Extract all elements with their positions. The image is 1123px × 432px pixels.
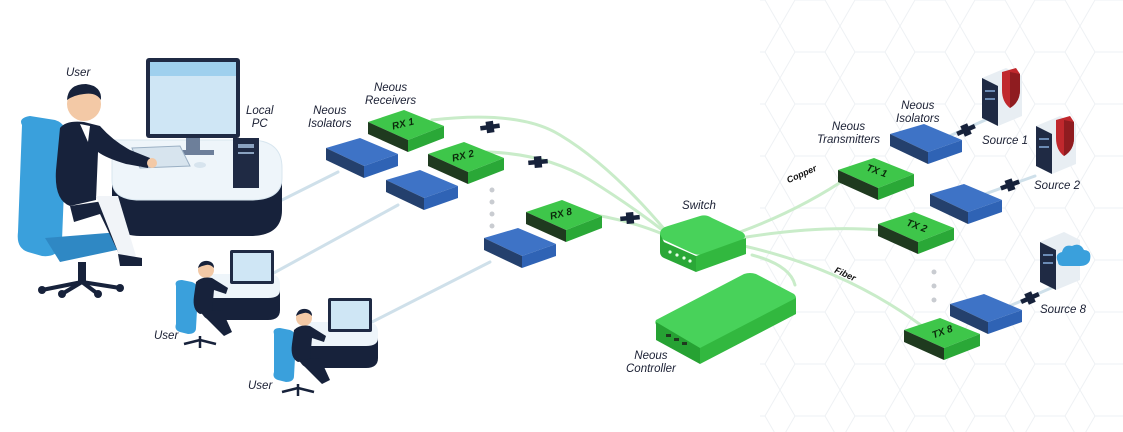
transmitters <box>838 158 980 360</box>
isolator-icon <box>890 124 962 164</box>
link-user2-isolator <box>268 203 400 277</box>
link-switch-controller <box>750 253 797 287</box>
chair-icon <box>175 280 198 334</box>
link-switch-tx2 <box>738 227 882 240</box>
label-receivers-line2: Receivers <box>365 95 417 107</box>
server-shield-icon <box>982 68 1022 126</box>
link-rx1-switch <box>430 115 667 232</box>
link-localpc-isolator <box>280 170 340 202</box>
connector-icon <box>1020 291 1040 305</box>
user-figure-icon <box>55 84 157 266</box>
isolator-icon <box>326 138 398 178</box>
label-isolators-right: Neous Isolators <box>896 100 939 126</box>
transmitter-icon <box>838 158 914 200</box>
label-isolators-right-line1: Neous <box>901 100 935 112</box>
label-isolators-left: Neous Isolators <box>308 105 351 131</box>
isolator-icon <box>950 294 1022 334</box>
label-switch: Switch <box>682 200 716 212</box>
receivers <box>368 110 602 242</box>
label-isolators-left-line1: Neous <box>313 105 347 117</box>
label-transmitters: Neous Transmitters <box>817 121 880 147</box>
label-isolators-left-line2: Isolators <box>308 118 352 130</box>
connector-icon <box>480 120 500 134</box>
label-local-pc-line2: PC <box>251 118 268 130</box>
isolator-icon <box>930 184 1002 224</box>
label-isolators-right-line2: Isolators <box>896 113 940 125</box>
label-source-2: Source 2 <box>1034 180 1081 192</box>
link-rx2-switch <box>468 150 667 234</box>
link-switch-tx1 <box>738 174 852 234</box>
label-controller-line1: Neous <box>634 350 668 362</box>
label-controller-line2: Controller <box>626 363 676 375</box>
label-user-3: User <box>248 380 273 392</box>
link-user3-isolator <box>370 260 492 324</box>
label-controller: Neous Controller <box>626 350 676 376</box>
server-shield-icon <box>1036 116 1076 174</box>
receiver-icon <box>526 200 602 242</box>
switch-icon <box>660 215 746 272</box>
label-local-pc-line1: Local <box>246 105 274 117</box>
label-transmitters-line2: Transmitters <box>817 134 881 146</box>
isolators-right <box>890 124 1022 334</box>
label-source-1: Source 1 <box>982 135 1029 147</box>
user-workstation-3 <box>273 298 378 396</box>
label-user-2: User <box>154 330 179 342</box>
connector-icon <box>956 123 976 137</box>
link-switch-tx8 <box>742 244 932 334</box>
label-receivers-line1: Neous <box>373 82 408 94</box>
server-cloud-icon <box>1040 232 1091 290</box>
label-source-8: Source 8 <box>1040 304 1087 316</box>
controller-icon <box>655 273 796 364</box>
connector-icon <box>528 155 548 169</box>
isolator-icon <box>484 228 556 268</box>
label-receivers: Neous Receivers <box>365 82 416 108</box>
receiver-icon <box>368 110 444 152</box>
label-transmitters-line1: Neous <box>831 121 866 133</box>
isolator-icon <box>386 170 458 210</box>
chair-icon <box>273 328 296 382</box>
connector-icon <box>620 211 640 225</box>
user-workstation-2 <box>175 250 280 348</box>
ellipsis-dots <box>489 187 937 303</box>
isolators-left <box>326 138 556 268</box>
receiver-icon <box>428 142 504 184</box>
transmitter-icon <box>878 212 954 254</box>
label-local-pc: Local PC <box>246 105 274 131</box>
label-user-main: User <box>66 67 91 79</box>
hex-background <box>760 0 1123 432</box>
connector-icon <box>1000 178 1020 192</box>
connectors <box>480 120 1040 305</box>
main-user-workstation <box>17 58 283 298</box>
monitor-icon <box>146 58 240 155</box>
transmitter-icon <box>904 318 980 360</box>
chair-icon <box>17 116 126 298</box>
